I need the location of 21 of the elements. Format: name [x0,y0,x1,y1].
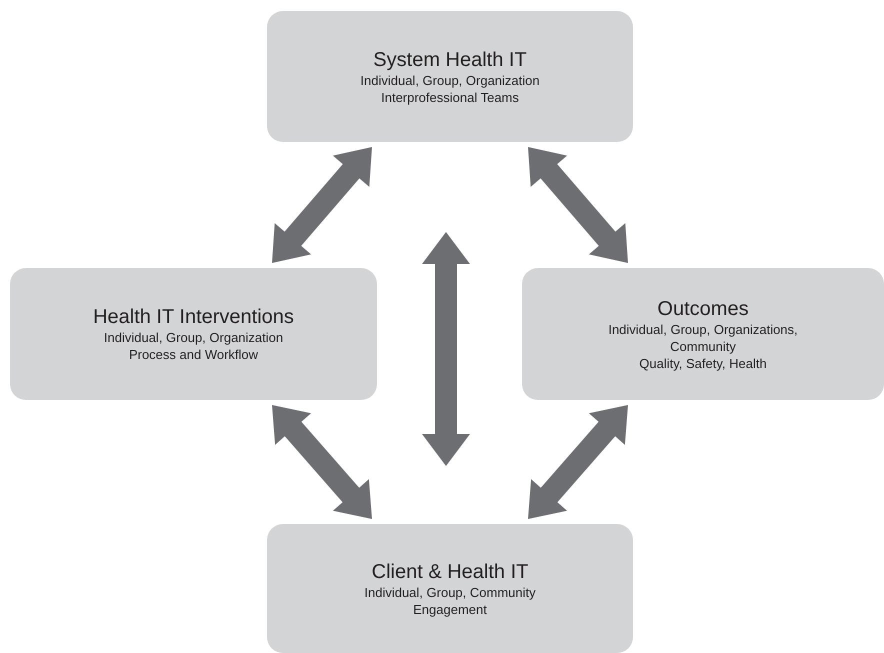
box-detail: Quality, Safety, Health [638,354,768,372]
process-box [267,524,633,653]
box-title: Outcomes [657,296,749,320]
double-arrow [272,147,372,263]
box-detail: Individual, Group, Community [364,584,536,600]
process-box [522,268,884,400]
double-arrow [528,147,628,263]
box-title: System Health IT [373,48,527,72]
box-detail: Interprofessional Teams [381,88,519,106]
double-arrow [528,405,628,519]
box-detail: Individual, Group, Organization [360,72,540,88]
double-arrow [272,405,372,519]
box-detail: Individual, Group, Organizations, Community [607,320,799,354]
process-box [267,11,633,142]
box-detail: Engagement [413,600,487,618]
double-arrow [422,232,470,466]
box-detail: Process and Workflow [128,346,258,363]
box-detail: Individual, Group, Organization [104,329,284,346]
process-box [10,268,377,400]
box-title: Health IT Interventions [93,305,294,329]
box-title: Client & Health IT [372,560,528,584]
